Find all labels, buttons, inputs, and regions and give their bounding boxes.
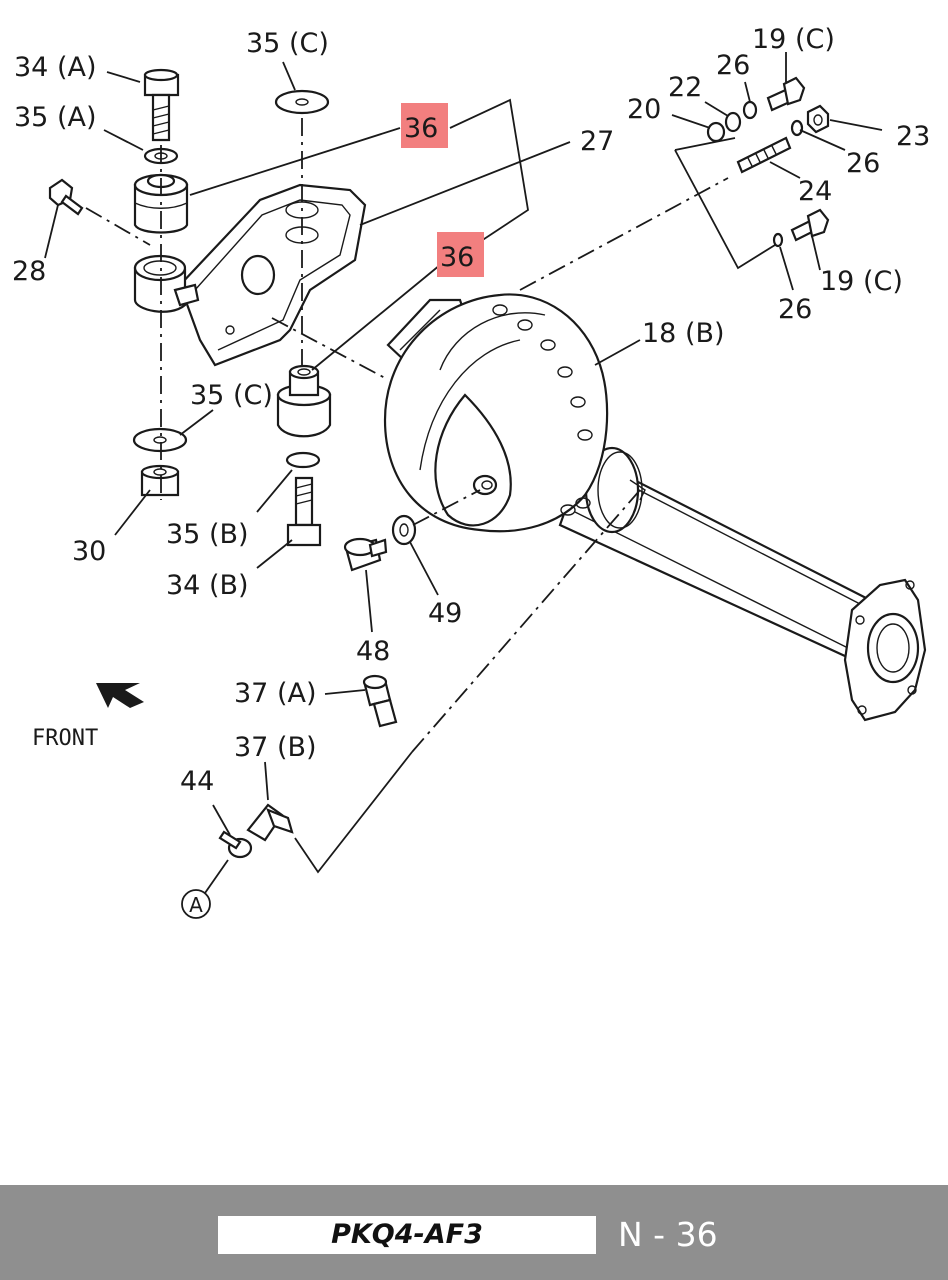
label-48: 48: [356, 636, 390, 667]
nut-23: [806, 104, 830, 134]
label-35b: 35 (B): [166, 519, 249, 550]
label-44: 44: [180, 766, 214, 797]
washer-20: [706, 121, 726, 143]
label-26-top: 26: [716, 50, 750, 81]
parts-diagram: 34 (A) 35 (A) 35 (C) 36 36 27 28 35 (C) …: [12, 24, 930, 919]
label-22: 22: [668, 72, 702, 103]
label-30: 30: [72, 536, 106, 567]
label-34a: 34 (A): [14, 52, 96, 83]
label-35a: 35 (A): [14, 102, 96, 133]
footer-bar: PKQ4-AF3 N - 36: [0, 1185, 948, 1280]
label-23: 23: [896, 121, 930, 152]
label-26-bottom: 26: [778, 294, 812, 325]
washer-35c-lower: [132, 427, 188, 453]
washer-26-top: [742, 100, 758, 120]
label-34b: 34 (B): [166, 570, 249, 601]
label-19c-bottom: 19 (C): [820, 266, 903, 297]
front-label: FRONT: [32, 726, 98, 751]
label-19c-top: 19 (C): [752, 24, 835, 55]
breather-37a: [362, 674, 398, 728]
washer-49: [391, 514, 417, 546]
leader-lines: [44, 52, 883, 894]
plug-48: [343, 537, 388, 572]
part-labels: 34 (A) 35 (A) 35 (C) 36 36 27 28 35 (C) …: [12, 24, 930, 797]
highlight-36-upper: [401, 103, 448, 148]
label-20: 20: [627, 94, 661, 125]
washer-22: [724, 111, 742, 133]
highlight-36-lower: [437, 232, 484, 277]
label-49: 49: [428, 598, 462, 629]
bolt-19c-bottom: [790, 208, 830, 242]
front-arrow-icon: [96, 683, 144, 708]
bush-upper: [133, 173, 189, 234]
label-24: 24: [798, 176, 832, 207]
label-36-lower: 36: [440, 242, 474, 273]
label-27: 27: [580, 126, 614, 157]
washer-26-bottom: [772, 232, 784, 248]
label-18b: 18 (B): [642, 318, 725, 349]
bolt-34b: [286, 476, 322, 547]
ref-a-marker: A: [181, 889, 211, 919]
label-37b: 37 (B): [234, 732, 317, 763]
label-26-right: 26: [846, 148, 880, 179]
label-35c-mid: 35 (C): [190, 380, 273, 411]
valve-44: [218, 830, 253, 859]
label-37a: 37 (A): [234, 678, 316, 709]
ref-a-label: A: [189, 893, 203, 917]
label-35c-top: 35 (C): [246, 28, 329, 59]
label-28: 28: [12, 256, 46, 287]
bolt-34a: [143, 68, 180, 142]
page-number: N - 36: [618, 1215, 718, 1254]
label-36-upper: 36: [404, 113, 438, 144]
washer-26-right: [790, 119, 804, 137]
elbow-37b: [246, 803, 294, 842]
washer-35b: [285, 451, 321, 469]
nut-30: [140, 464, 180, 497]
bolt-28: [48, 178, 84, 216]
bush-lower: [276, 364, 332, 438]
stud-24: [736, 136, 792, 174]
axle-housing: [383, 293, 927, 722]
diagram-code: PKQ4-AF3: [218, 1216, 596, 1254]
bolt-19c-top: [766, 76, 806, 112]
washer-35c-upper: [274, 89, 330, 115]
